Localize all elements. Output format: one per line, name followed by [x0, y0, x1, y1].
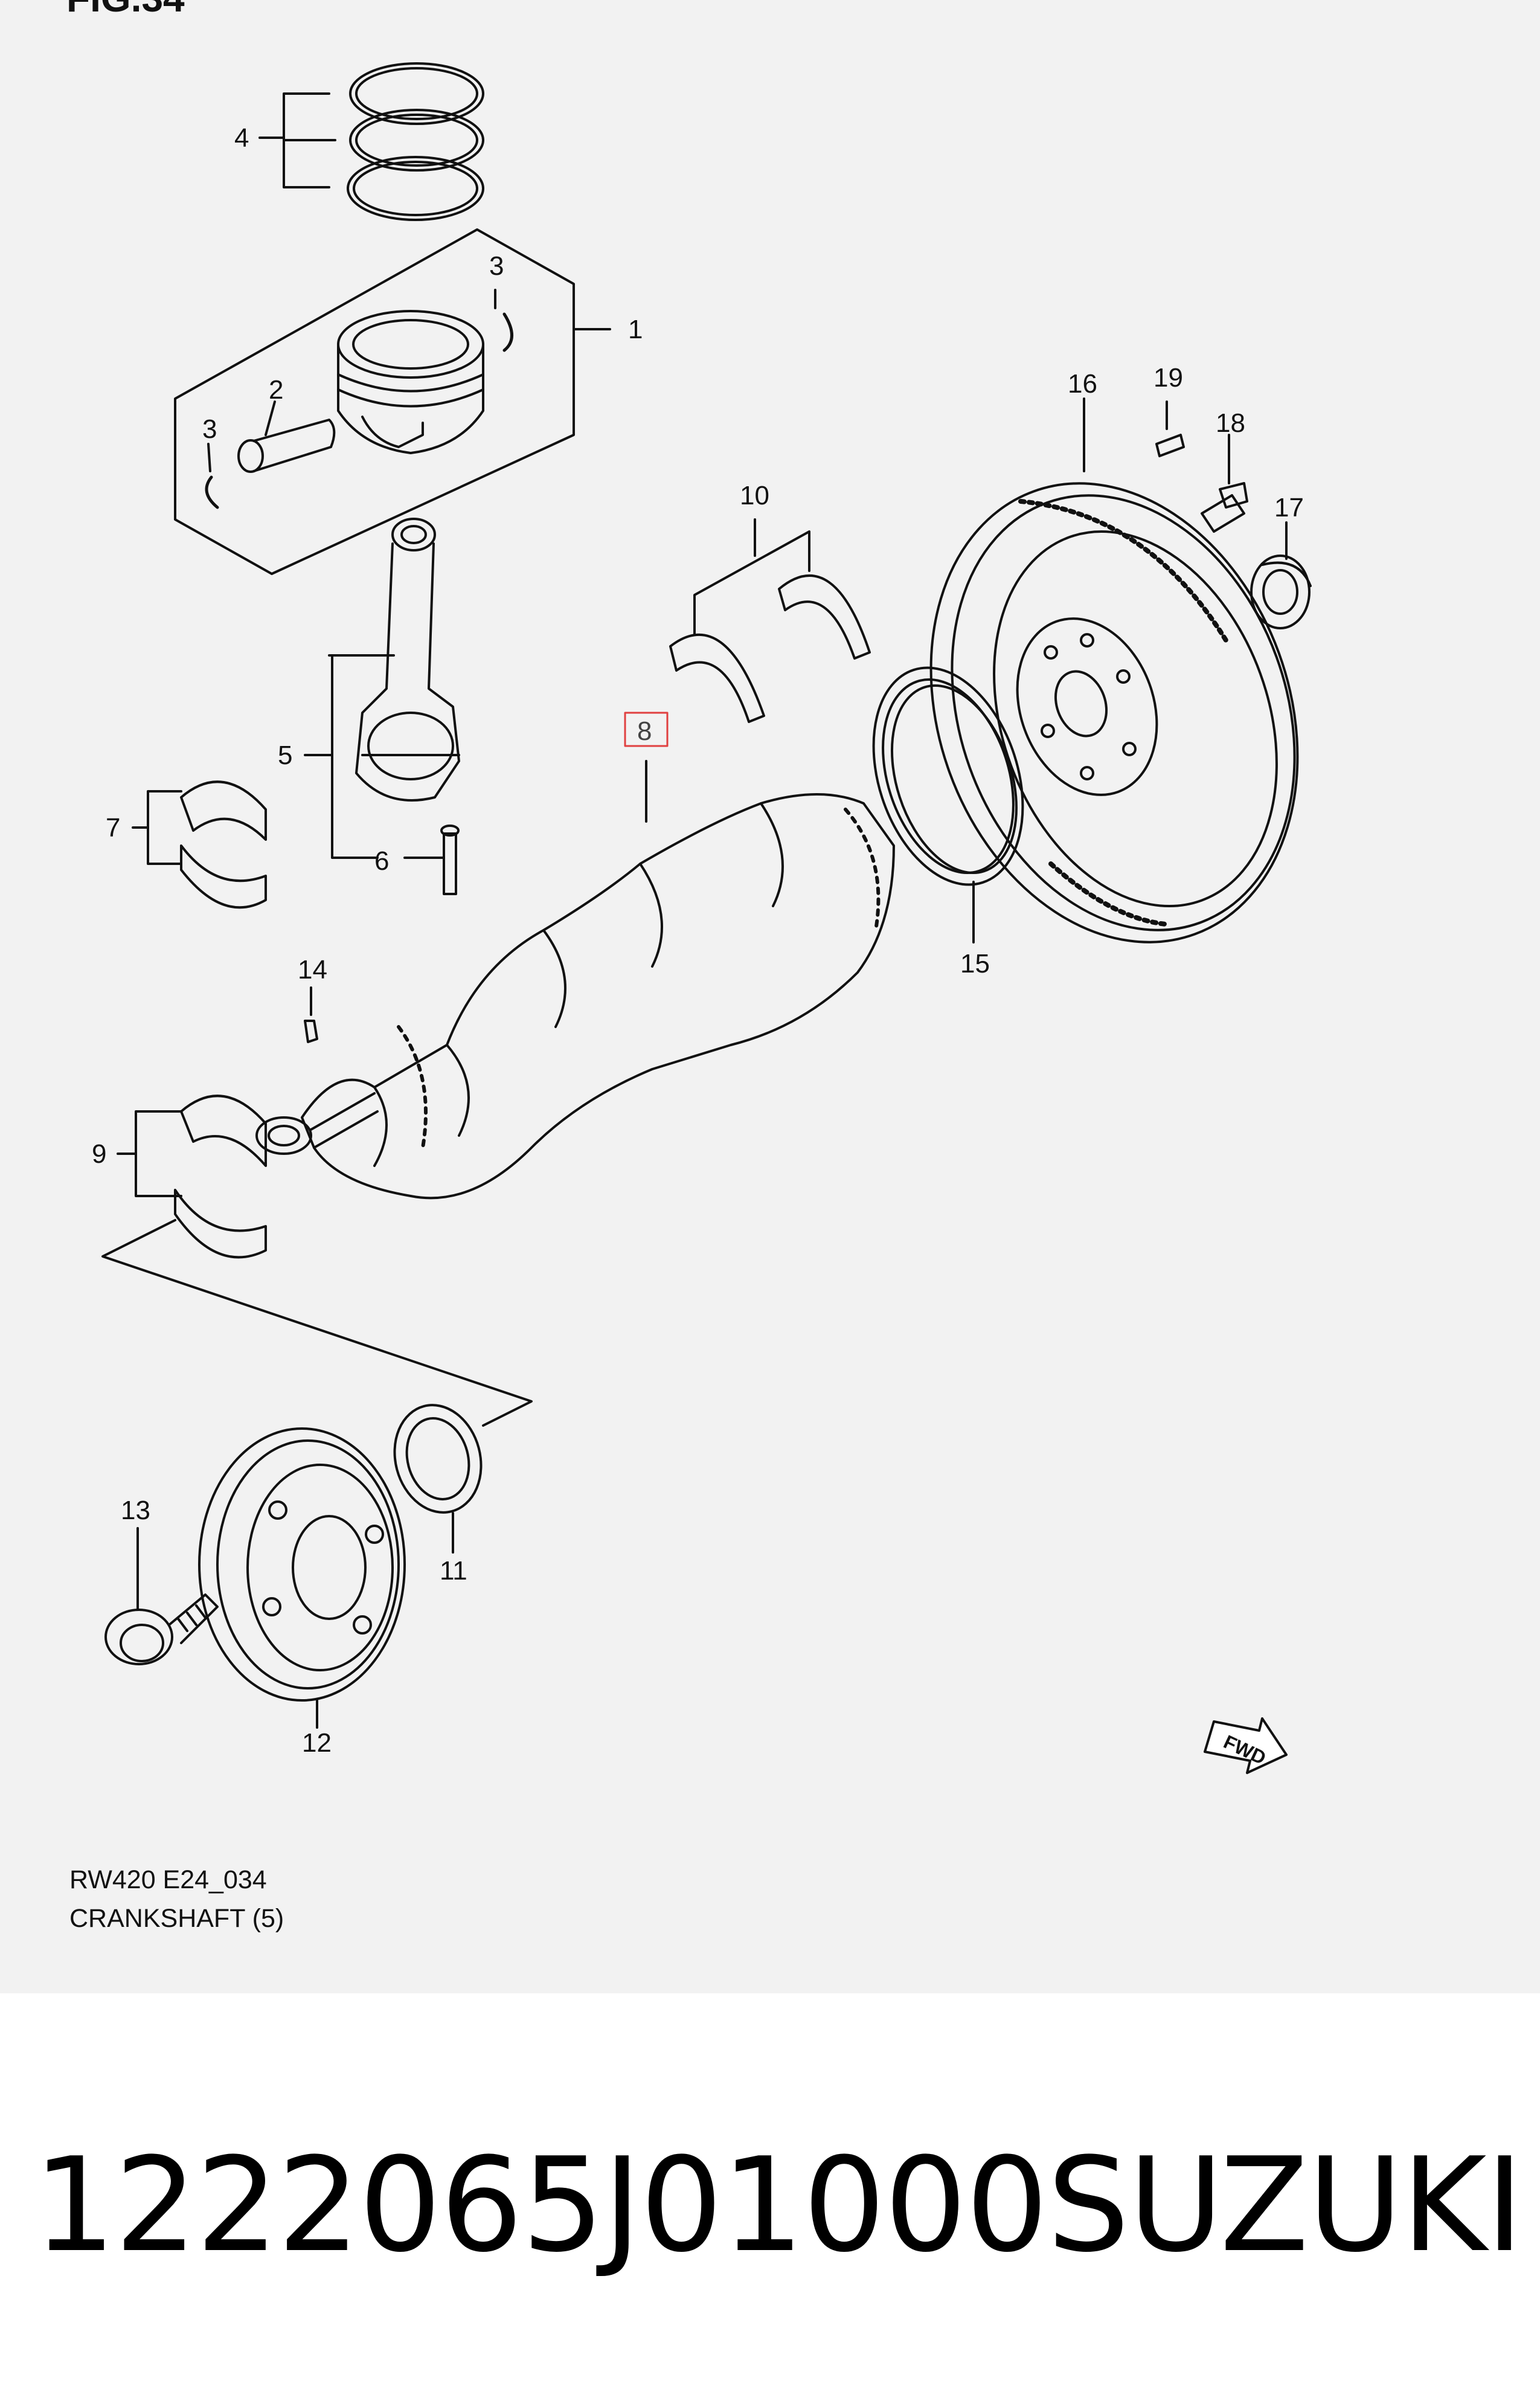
callout-13: 13 — [121, 1496, 150, 1525]
callout-8: 8 — [637, 716, 652, 746]
callout-6: 6 — [374, 846, 389, 876]
main-bearings — [101, 1095, 533, 1427]
figure-title: CRANKSHAFT (5) — [69, 1904, 284, 1933]
callout-10: 10 — [740, 481, 769, 510]
callout-11: 11 — [440, 1556, 467, 1586]
piston-rings — [258, 62, 484, 221]
callout-3-clip-right: 3 — [489, 251, 504, 281]
conrod-bearings — [132, 780, 267, 909]
callout-18: 18 — [1216, 408, 1245, 438]
callout-7: 7 — [106, 813, 120, 843]
callout-3-clip-left: 3 — [202, 414, 217, 444]
exploded-parts-diagram: FWD 1 2 3 3 4 5 6 7 8 9 10 11 12 13 14 1… — [92, 62, 1312, 1774]
callout-14: 14 — [298, 955, 327, 985]
part-info: 1222065J01000 SUZUKI — [33, 2129, 1524, 2281]
figure-code: RW420 E24_034 — [69, 1865, 267, 1894]
callout-1: 1 — [628, 315, 643, 344]
part-number: 1222065J01000 — [33, 2129, 1048, 2281]
callout-2: 2 — [269, 375, 283, 405]
callout-19: 19 — [1153, 363, 1183, 393]
callout-12: 12 — [302, 1728, 332, 1758]
callout-9: 9 — [92, 1139, 106, 1169]
callout-4: 4 — [234, 123, 249, 153]
callout-16: 16 — [1068, 369, 1097, 399]
piston-assembly — [174, 228, 611, 575]
callout-15: 15 — [960, 949, 990, 979]
diagram-panel — [0, 0, 1540, 1993]
flywheel — [929, 397, 1299, 944]
front-oil-seal — [393, 1404, 483, 1554]
pulley-bolt — [104, 1527, 219, 1665]
crank-pulley — [198, 1427, 406, 1729]
brand-name: SUZUKI — [1047, 2129, 1524, 2281]
crankshaft — [255, 712, 895, 1200]
callout-5: 5 — [278, 741, 292, 770]
fwd-arrow: FWD — [1204, 1717, 1288, 1774]
callout-labels: 1 2 3 3 4 5 6 7 8 9 10 11 12 13 14 15 16… — [92, 123, 1304, 1758]
crankshaft-highlight-box — [624, 712, 669, 747]
figure-number: FIG.34 — [66, 0, 185, 21]
callout-17: 17 — [1274, 493, 1304, 522]
thrust-washers — [669, 518, 871, 723]
flywheel-hardware — [1155, 400, 1312, 629]
connecting-rod — [304, 518, 460, 895]
